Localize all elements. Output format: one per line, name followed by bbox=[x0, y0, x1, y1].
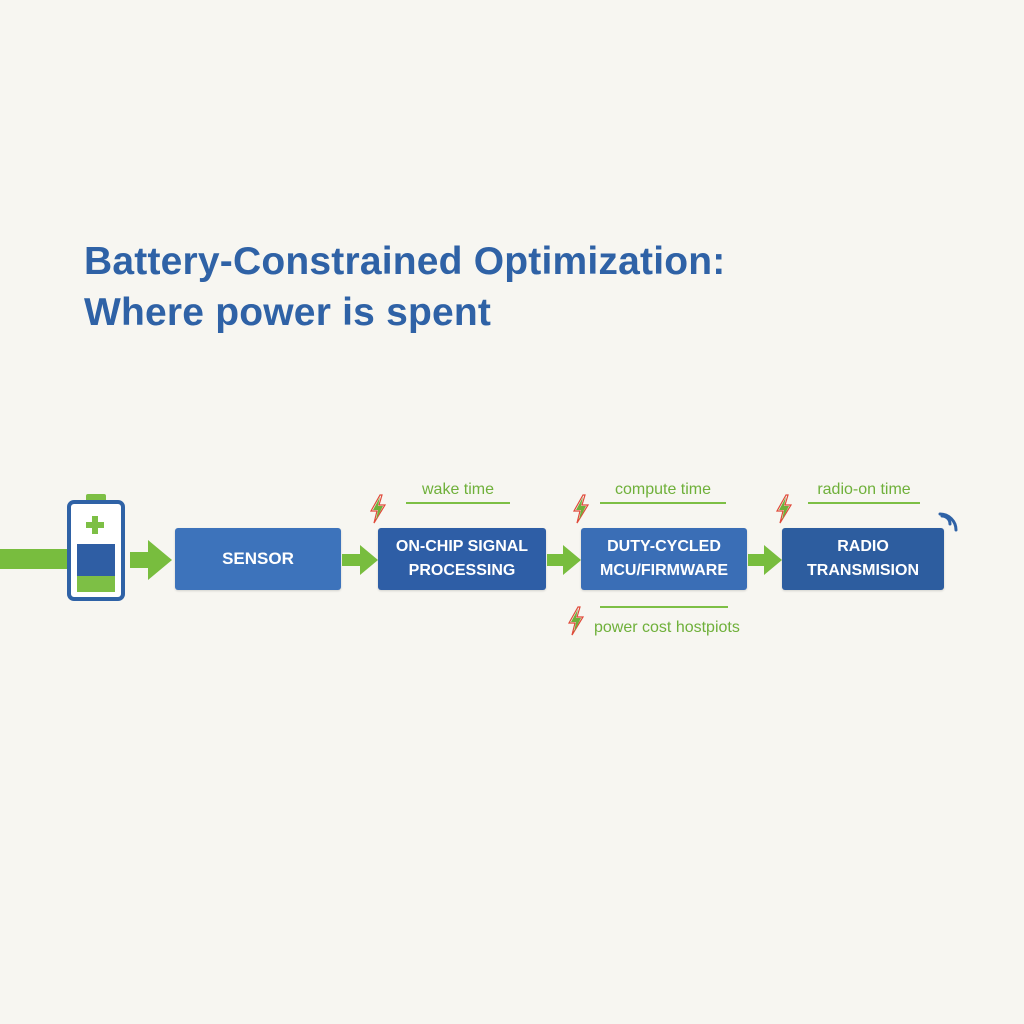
wireless-signal-icon bbox=[938, 512, 958, 532]
radio-transmission-label-1: RADIO bbox=[837, 538, 889, 555]
sensor-block: SENSOR bbox=[175, 528, 341, 590]
arrow-right-icon bbox=[342, 545, 378, 575]
title-line-2: Where power is spent bbox=[84, 291, 492, 334]
wake-time-annotation: wake time bbox=[421, 481, 495, 498]
legend-line bbox=[600, 606, 728, 608]
lightning-bolt-icon bbox=[567, 606, 585, 636]
radio-transmission-label-2: TRANSMISION bbox=[807, 562, 919, 579]
mcu-firmware-label-2: MCU/FIRMWARE bbox=[600, 562, 728, 579]
arrow-right-icon bbox=[748, 545, 782, 575]
radio-transmission-block: RADIO TRANSMISION bbox=[782, 528, 944, 590]
arrow-right-icon bbox=[130, 540, 172, 580]
lightning-bolt-icon bbox=[775, 494, 793, 524]
lightning-bolt-icon bbox=[369, 494, 387, 524]
power-input-line bbox=[0, 549, 70, 569]
arrow-right-icon bbox=[547, 545, 581, 575]
compute-time-annotation: compute time bbox=[614, 481, 712, 498]
signal-processing-label-2: PROCESSING bbox=[408, 562, 516, 579]
wake-time-underline bbox=[406, 502, 510, 504]
title-line-1: Battery-Constrained Optimization: bbox=[84, 240, 726, 283]
signal-processing-block: ON-CHIP SIGNAL PROCESSING bbox=[378, 528, 546, 590]
power-cost-legend: power cost hostpiots bbox=[594, 619, 740, 636]
battery-icon bbox=[67, 494, 125, 601]
sensor-label: SENSOR bbox=[222, 549, 294, 568]
lightning-bolt-icon bbox=[572, 494, 590, 524]
radio-on-time-underline bbox=[808, 502, 920, 504]
mcu-firmware-block: DUTY-CYCLED MCU/FIRMWARE bbox=[581, 528, 747, 590]
mcu-firmware-label-1: DUTY-CYCLED bbox=[607, 538, 721, 555]
radio-on-time-annotation: radio-on time bbox=[817, 481, 911, 498]
signal-processing-label-1: ON-CHIP SIGNAL bbox=[395, 538, 529, 555]
page-title: Battery-Constrained Optimization: Where … bbox=[84, 236, 725, 338]
compute-time-underline bbox=[600, 502, 726, 504]
